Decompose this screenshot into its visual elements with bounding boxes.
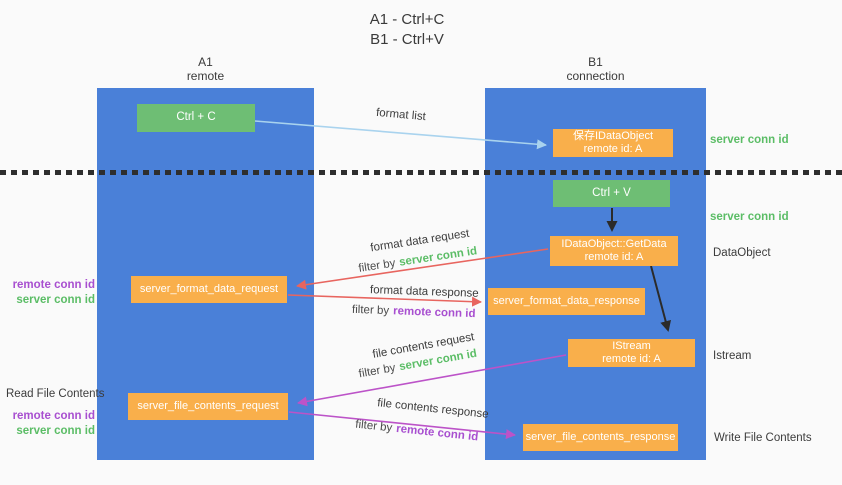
divider-dashed-line [0, 170, 842, 175]
node-server-format-data-request: server_format_data_request [131, 276, 287, 303]
node-server-format-data-request-label: server_format_data_request [139, 282, 279, 295]
remote-conn-id-label: remote conn id [12, 279, 95, 291]
node-getdata-line1: IDataObject::GetData [561, 237, 667, 250]
node-getdata: IDataObject::GetData remote id: A [550, 236, 678, 266]
server-conn-id-label: server conn id [16, 424, 95, 437]
node-server-file-contents-response-label: server_file_contents_response [525, 430, 676, 443]
node-istream-line2: remote id: A [602, 353, 661, 365]
column-header-b1: B1 connection [485, 55, 706, 83]
dataobject-label: DataObject [713, 247, 771, 259]
node-server-file-contents-request: server_file_contents_request [128, 393, 288, 420]
format-data-response-arrow [287, 294, 482, 307]
node-server-format-data-response: server_format_data_response [488, 288, 645, 315]
node-getdata-line2: remote id: A [584, 251, 644, 263]
left-conn-id-pair-top: remote conn id server conn id [10, 278, 95, 307]
column-a1-sub: remote [186, 69, 225, 83]
read-file-contents-label: Read File Contents [6, 388, 105, 400]
node-ctrl-c: Ctrl + C [137, 104, 255, 132]
node-server-file-contents-response: server_file_contents_response [523, 424, 678, 451]
server-conn-id-label-top: server conn id [710, 134, 789, 146]
node-istream-line1: IStream [612, 339, 651, 352]
column-b1-name: B1 [588, 55, 603, 69]
column-a1-name: A1 [198, 55, 213, 69]
node-ctrl-v: Ctrl + V [553, 180, 670, 207]
title-line-2: B1 - Ctrl+V [370, 31, 444, 48]
node-ctrl-v-label: Ctrl + V [592, 186, 631, 199]
file-contents-response-arrow [288, 411, 516, 440]
node-istream: IStream remote id: A [568, 339, 695, 367]
node-save-dataobject-line1: 保存IDataObject [572, 129, 654, 142]
diagram-title: A1 - Ctrl+C B1 - Ctrl+V [300, 10, 514, 50]
istream-label: Istream [713, 350, 752, 362]
server-conn-id-label-mid: server conn id [710, 211, 789, 223]
format-list-arrow [254, 120, 547, 150]
left-conn-id-pair-bottom: remote conn id server conn id [10, 409, 95, 438]
node-save-dataobject-line2: remote id: A [583, 143, 643, 155]
node-ctrl-c-label: Ctrl + C [176, 111, 216, 124]
node-server-format-data-response-label: server_format_data_response [493, 294, 640, 307]
server-conn-id-label: server conn id [16, 293, 95, 306]
file-contents-request-arrow [297, 354, 567, 407]
write-file-contents-label: Write File Contents [714, 432, 812, 444]
filter-by-text: filter by [351, 303, 390, 318]
column-header-a1: A1 remote [97, 55, 314, 83]
getdata-to-istream-arrow [650, 265, 672, 332]
remote-conn-id-label: remote conn id [12, 410, 95, 422]
node-save-dataobject: 保存IDataObject remote id: A [553, 129, 673, 157]
column-b1-sub: connection [566, 69, 625, 83]
title-line-1: A1 - Ctrl+C [369, 11, 445, 28]
format-data-request-arrow [296, 248, 549, 290]
node-server-file-contents-request-label: server_file_contents_request [137, 399, 279, 412]
